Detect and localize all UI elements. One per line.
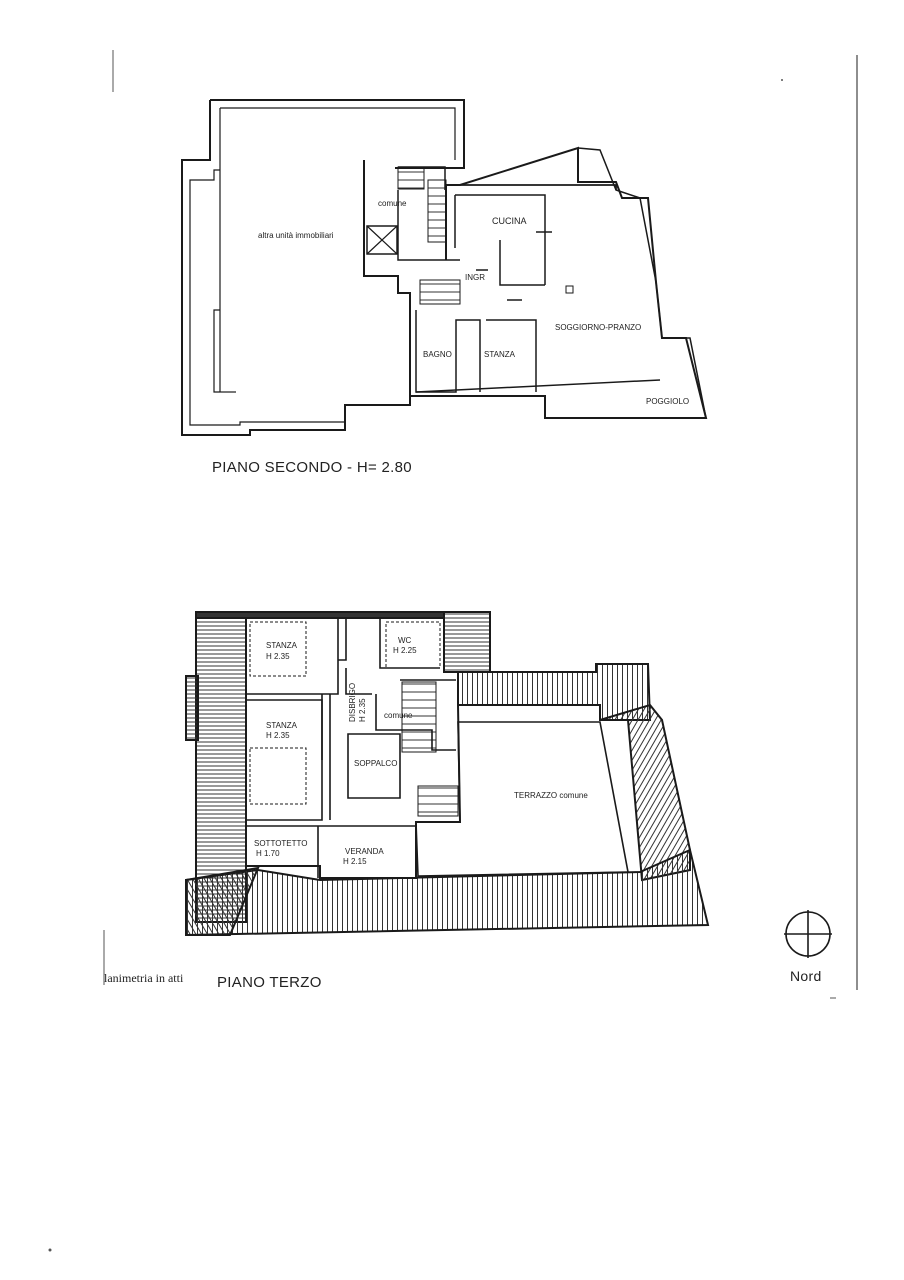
floor2-label-stanza: STANZA xyxy=(484,350,516,359)
floor2-terrace-left xyxy=(577,147,707,419)
floor3-label-disbrigo: DISBRIGO xyxy=(348,683,357,722)
floor3-label-sottotetto: SOTTOTETTO xyxy=(254,839,307,848)
floor3-label-comune: comune xyxy=(384,711,413,720)
floor3-stanza1-dashed xyxy=(249,621,307,677)
floor3-label-veranda-h: H 2.15 xyxy=(343,857,367,866)
floor2-label-other-unit: altra unità immobiliari xyxy=(258,231,334,240)
floor3-label-sottotetto-h: H 1.70 xyxy=(256,849,280,858)
floor2-label-soggiorno: SOGGIORNO-PRANZO xyxy=(555,323,641,332)
floor3-roof-top-right xyxy=(443,611,491,673)
floor3-plan xyxy=(185,611,710,937)
floor3-label-veranda: VERANDA xyxy=(345,847,384,856)
floor2-stairwell xyxy=(397,166,460,261)
floor2-label-poggiolo: POGGIOLO xyxy=(646,397,689,406)
floor3-terrace-outline xyxy=(415,721,629,877)
floor3-roof-bottom xyxy=(185,848,710,937)
floor2-label-ingr: INGR xyxy=(465,273,485,282)
floor3-label-soppalco: SOPPALCO xyxy=(354,759,397,768)
floor3-comune-stair xyxy=(401,681,437,753)
floor2-label-cucina: CUCINA xyxy=(492,216,527,226)
floor2-elevator xyxy=(366,225,398,255)
floor3-stairs-bottom xyxy=(417,785,459,817)
floor3-label-stanza2-h: H 2.35 xyxy=(266,731,290,740)
floor3-soppalco-walls xyxy=(347,733,401,799)
floor3-title: PIANO TERZO xyxy=(217,974,322,991)
floor3-roof-terrace-top xyxy=(457,663,652,721)
floor2-plan xyxy=(181,99,708,436)
floor3-walls xyxy=(246,618,629,878)
floor2-label-bagno: BAGNO xyxy=(423,350,452,359)
floor3-label-disbrigo-h: H 2.35 xyxy=(358,698,367,722)
north-label: Nord xyxy=(790,968,822,984)
floor3-label-wc-h: H 2.25 xyxy=(393,646,417,655)
floor2-bagno-walls xyxy=(415,310,537,393)
floor2-stairs-a xyxy=(397,166,425,190)
floor2-cucina-walls xyxy=(454,194,546,286)
floor3-roof-bottom-left-slope xyxy=(185,866,260,936)
scan-speck-1 xyxy=(781,79,783,81)
floor2-label-comune: comune xyxy=(378,199,407,208)
floor3-label-wc: WC xyxy=(398,636,412,645)
floor3-label-terrazzo: TERRAZZO comune xyxy=(514,791,588,800)
floor2-title: PIANO SECONDO - H= 2.80 xyxy=(212,459,412,476)
floor3-label-stanza1-h: H 2.35 xyxy=(266,652,290,661)
floor2-other-unit-outline xyxy=(181,99,465,436)
floor2-fixture xyxy=(565,285,574,294)
floor3-stanza2-walls xyxy=(246,699,323,821)
floor3-label-stanza1: STANZA xyxy=(266,641,298,650)
floor2-other-unit-inner xyxy=(189,107,456,426)
planimetria-note: lanimetria in atti xyxy=(104,971,184,985)
floor3-roof-left-outer xyxy=(185,675,199,741)
floor3-stanza2-dashed xyxy=(249,747,307,805)
north-arrow-icon xyxy=(784,910,832,958)
floor2-elevator-x2 xyxy=(366,225,398,255)
floor2-bottom-wall xyxy=(415,379,661,393)
floor2-stairs-c xyxy=(419,279,461,305)
floor2-stairs-b xyxy=(427,179,447,243)
scan-speck-2 xyxy=(48,1248,52,1252)
floor3-stairwell xyxy=(375,679,456,751)
floor3-stanza1-walls xyxy=(246,618,347,695)
floor2-apartment-top xyxy=(446,184,617,190)
floor3-label-stanza2: STANZA xyxy=(266,721,298,730)
floor2-apartment-outline xyxy=(409,146,708,419)
floor3-wc-wall xyxy=(379,618,440,669)
